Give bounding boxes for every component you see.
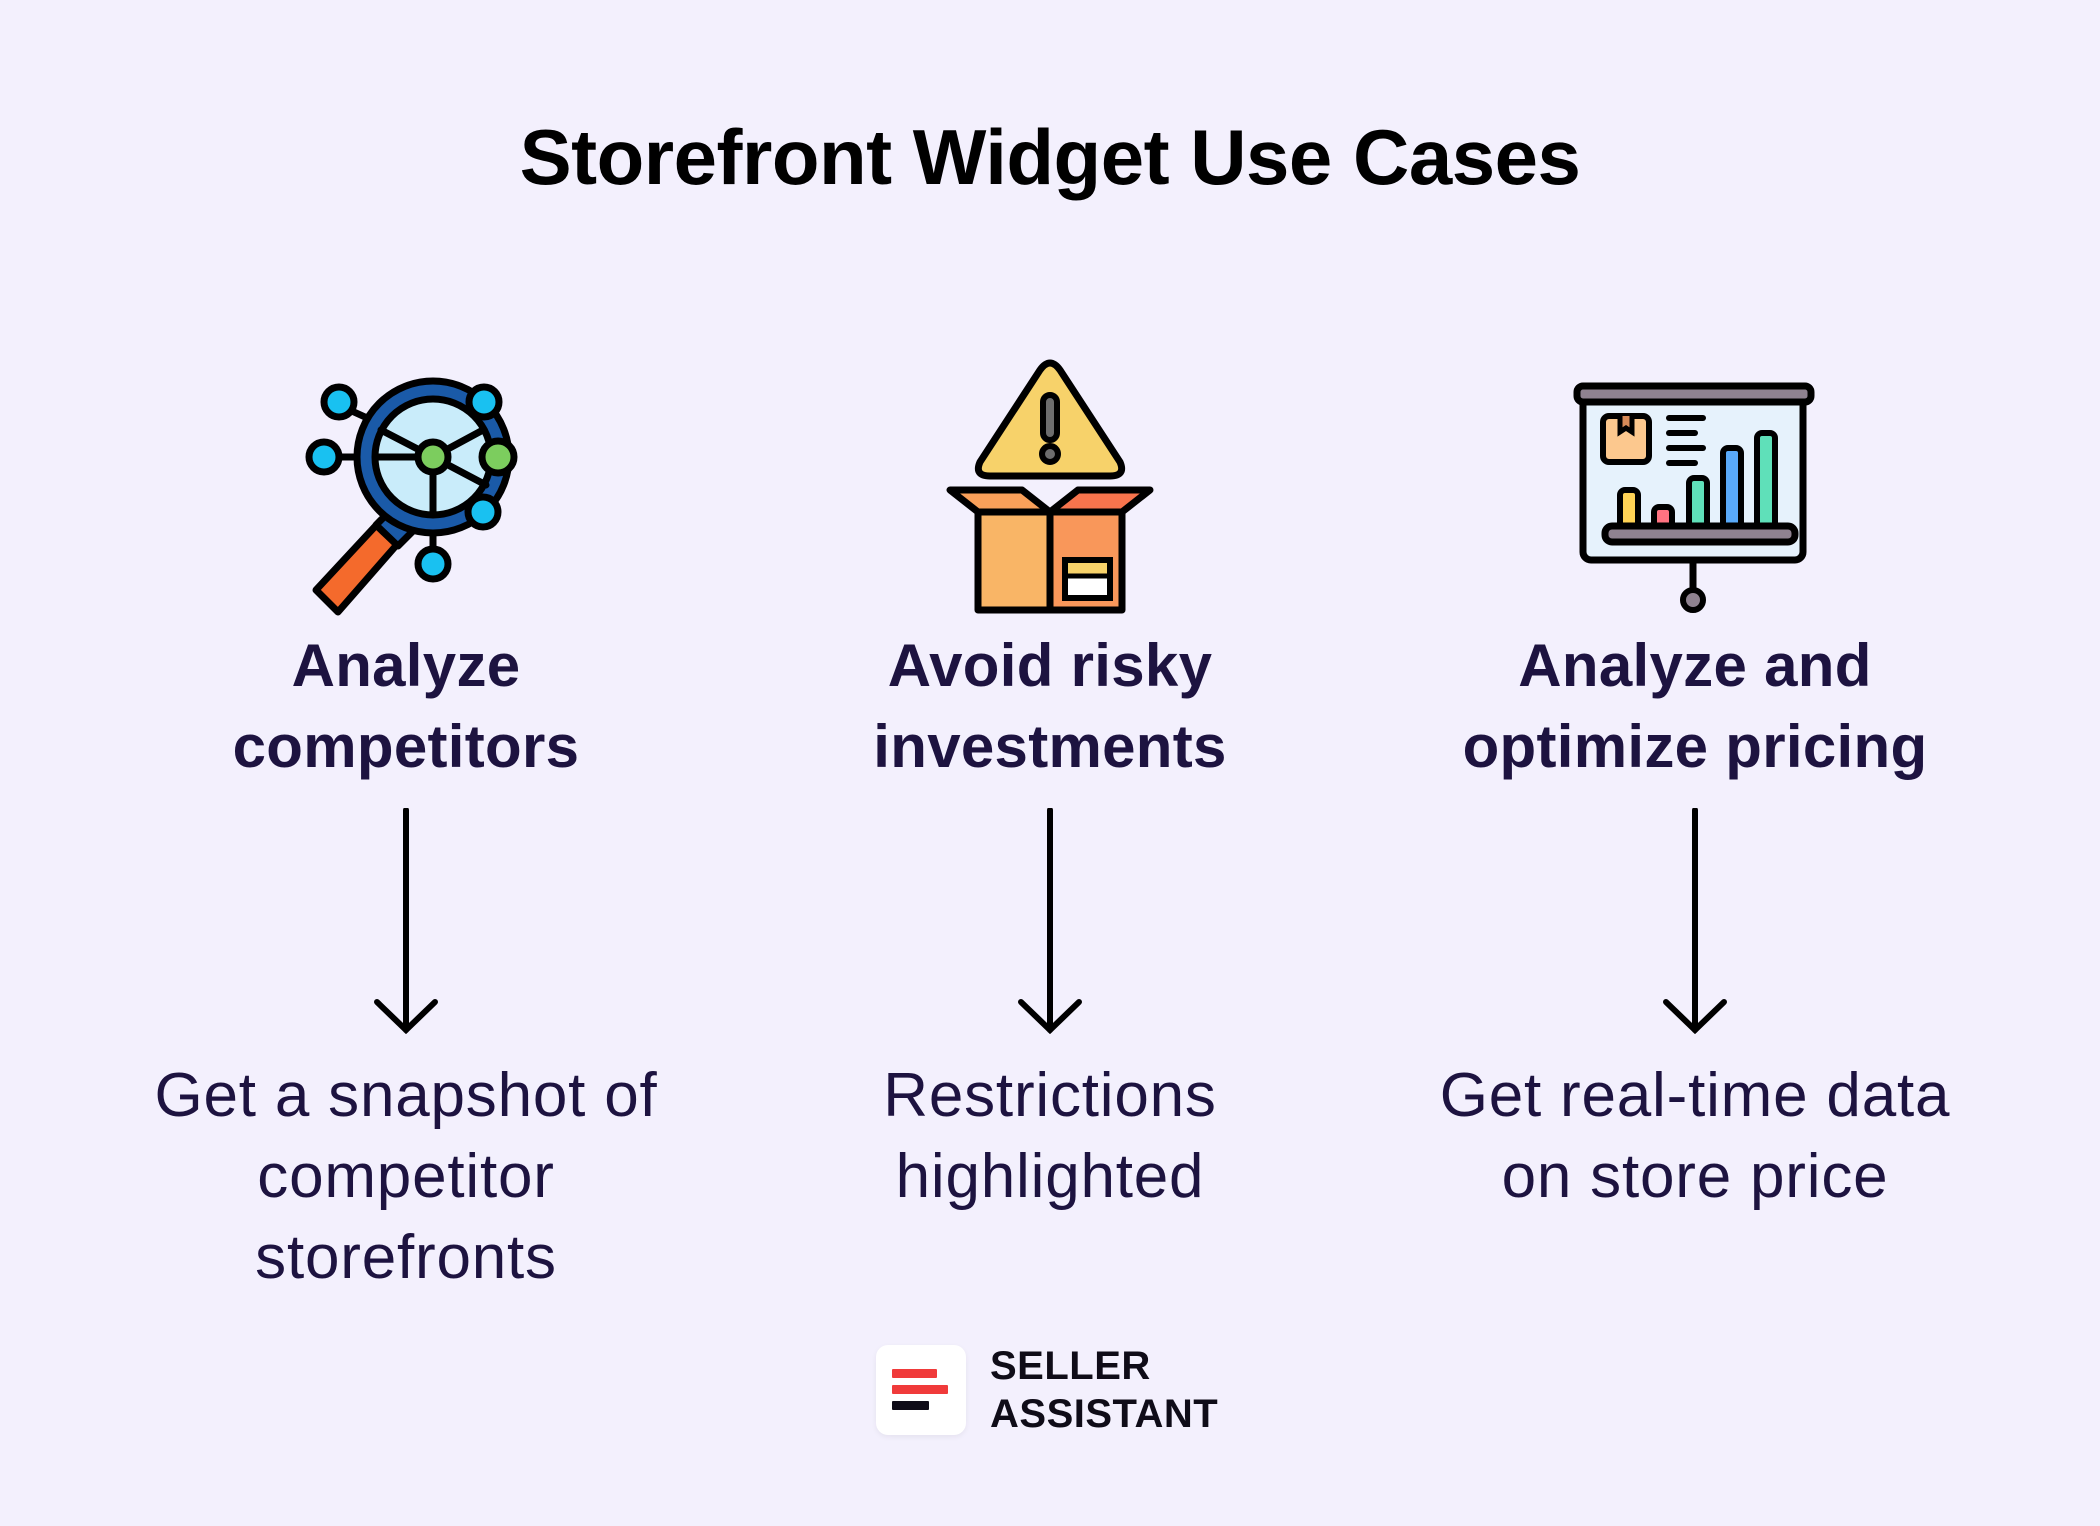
brand-name: SELLER ASSISTANT	[990, 1344, 1219, 1436]
presentation-chart-icon	[1565, 350, 1825, 622]
use-case-heading: Analyze and optimize pricing	[1462, 632, 1928, 780]
use-case-heading: Avoid risky investments	[873, 632, 1227, 780]
use-case-description: Get real-time data on store price	[1439, 1061, 1951, 1211]
arrow-down-icon	[374, 808, 438, 1034]
use-case-analyze-optimize-pricing: Analyze and optimize pricing Get real-ti…	[1345, 0, 2045, 1330]
brand-logo: SELLER ASSISTANT	[876, 1342, 1218, 1438]
use-case-description: Get a snapshot of competitor storefronts	[154, 1061, 658, 1292]
use-case-description: Restrictions highlighted	[883, 1061, 1217, 1211]
use-case-analyze-competitors: Analyze competitors Get a snapshot of co…	[56, 0, 756, 1330]
use-case-avoid-risky-investments: Avoid risky investments Restrictions hig…	[700, 0, 1400, 1330]
page-title: Storefront Widget Use Cases	[519, 113, 1581, 201]
magnifier-network-icon	[276, 350, 536, 622]
seller-assistant-logo-icon	[876, 1345, 966, 1435]
arrow-down-icon	[1663, 808, 1727, 1034]
arrow-down-icon	[1018, 808, 1082, 1034]
warning-box-icon	[920, 350, 1180, 622]
use-case-heading: Analyze competitors	[232, 632, 580, 780]
